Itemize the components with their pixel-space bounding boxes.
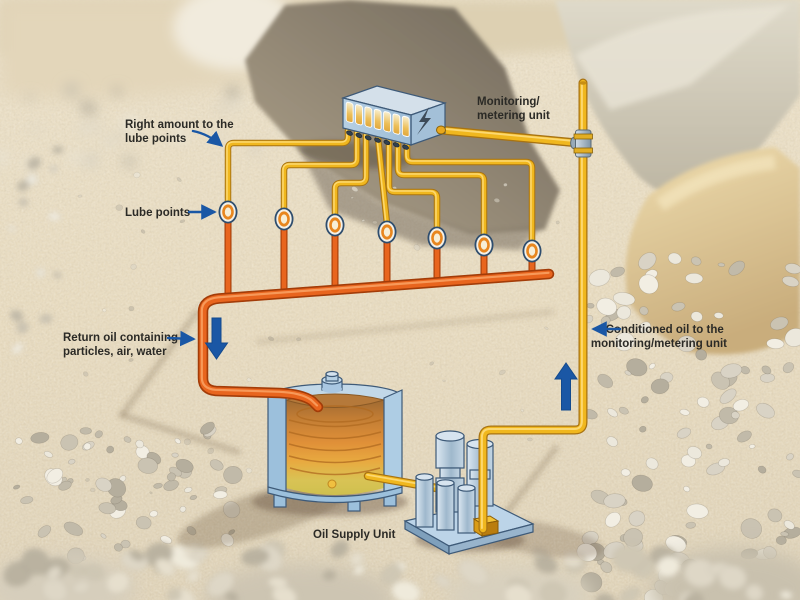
flow-down-arrow-icon bbox=[204, 317, 229, 360]
monitoring-metering-unit bbox=[340, 85, 448, 150]
return-oil-circuit bbox=[197, 212, 555, 413]
tank-bottom-rim bbox=[267, 486, 403, 504]
tank-left-wall bbox=[267, 389, 287, 494]
oil-supply-tank bbox=[252, 370, 408, 516]
label-oil-supply-unit: Oil Supply Unit bbox=[313, 529, 396, 541]
conditioned-oil-riser-pipe bbox=[478, 78, 588, 534]
lube-point bbox=[325, 213, 345, 237]
pointer-arrow-return-oil bbox=[166, 330, 196, 347]
power-bolt-icon bbox=[417, 107, 431, 135]
blurred-foreground-gravel bbox=[3, 540, 793, 600]
label-conditioned-oil: Conditioned oil to the monitoring/meteri… bbox=[591, 324, 727, 350]
oil-coil-rings bbox=[288, 405, 382, 476]
metered-supply-pipes bbox=[224, 127, 536, 247]
label-monitoring-unit: Monitoring/ metering unit bbox=[477, 96, 550, 122]
left-edge-pebbles bbox=[7, 146, 64, 354]
label-right-amount: Right amount to the lube points bbox=[125, 119, 237, 145]
pipe-tee-fitting bbox=[570, 129, 593, 158]
return-manifold-pipe bbox=[197, 268, 555, 413]
pump-unit bbox=[403, 430, 535, 556]
unit-to-riser-pipe bbox=[440, 126, 583, 148]
label-lube-points: Lube points bbox=[125, 207, 190, 219]
oil-float-ball bbox=[327, 479, 337, 489]
lube-points-row bbox=[218, 200, 542, 263]
riser-top-cap bbox=[579, 81, 587, 85]
pointer-arrow-right-amount bbox=[191, 129, 224, 147]
lube-point bbox=[377, 220, 397, 244]
sparse-pebbles bbox=[77, 171, 560, 499]
lube-point bbox=[522, 239, 542, 263]
oil-fill-cutaway bbox=[286, 400, 384, 495]
label-return-oil: Return oil containing particles, air, wa… bbox=[63, 332, 181, 358]
labels: Monitoring/ metering unit Right amount t… bbox=[63, 96, 727, 541]
lube-point bbox=[218, 200, 238, 224]
metering-outlet-ports bbox=[346, 130, 409, 150]
lube-point bbox=[427, 226, 447, 250]
metering-windows bbox=[345, 101, 410, 138]
lube-point bbox=[474, 233, 494, 257]
lube-point bbox=[274, 207, 294, 231]
unit-outlet-nozzle bbox=[436, 125, 446, 135]
flow-up-arrow-icon bbox=[554, 362, 578, 411]
